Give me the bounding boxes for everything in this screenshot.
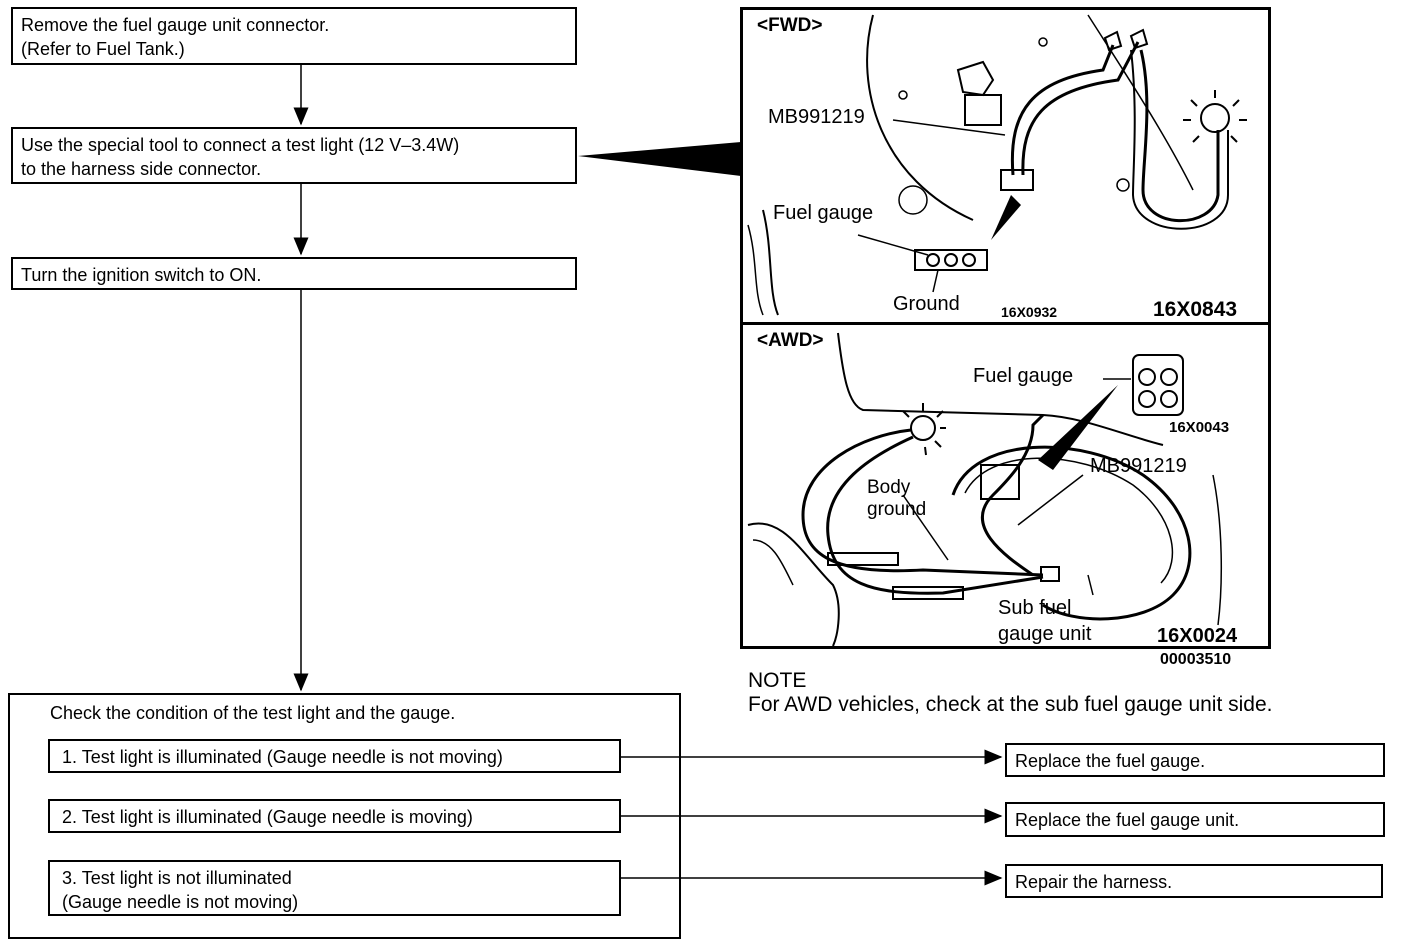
step-connect-test-light: Use the special tool to connect a test l… xyxy=(11,127,577,184)
option-2: 2. Test light is illuminated (Gauge need… xyxy=(48,799,621,833)
awd-heading: <AWD> xyxy=(757,330,824,351)
option-3: 3. Test light is not illuminated (Gauge … xyxy=(48,860,621,916)
fwd-heading: <FWD> xyxy=(757,15,823,36)
result-repair-harness: Repair the harness. xyxy=(1005,864,1383,898)
check-title: Check the condition of the test light an… xyxy=(50,703,456,723)
awd-code-large: 16X0024 xyxy=(1157,625,1238,647)
fwd-tool-label: MB991219 xyxy=(768,106,865,128)
fwd-code-large: 16X0843 xyxy=(1153,298,1238,321)
result-replace-gauge-unit: Replace the fuel gauge unit. xyxy=(1005,802,1385,837)
fwd-fuel-gauge-label: Fuel gauge xyxy=(773,202,874,224)
awd-fuel-gauge-label: Fuel gauge xyxy=(973,365,1074,387)
fwd-code-small: 16X0932 xyxy=(1001,304,1058,320)
awd-sub-unit-label: Sub fuel gauge unit xyxy=(998,597,1092,645)
note-heading: NOTE xyxy=(748,669,807,692)
fwd-ground-label: Ground xyxy=(893,293,960,315)
fwd-drawing xyxy=(747,14,1247,316)
note-text: For AWD vehicles, check at the sub fuel … xyxy=(748,693,1273,716)
fwd-illustration: <FWD> MB991219 Fuel gauge Ground 16X0932… xyxy=(740,7,1271,325)
awd-code-connector: 16X0043 xyxy=(1169,419,1230,436)
step-ignition-on: Turn the ignition switch to ON. xyxy=(11,257,577,290)
awd-tool-label: MB991219 xyxy=(1090,455,1187,477)
check-container: Check the condition of the test light an… xyxy=(8,693,681,939)
option-1: 1. Test light is illuminated (Gauge need… xyxy=(48,739,621,773)
step-remove-connector: Remove the fuel gauge unit connector. (R… xyxy=(11,7,577,65)
figure-code: 00003510 xyxy=(1160,651,1232,668)
awd-drawing xyxy=(747,332,1223,646)
result-replace-gauge: Replace the fuel gauge. xyxy=(1005,743,1385,777)
pointer-wedge xyxy=(578,142,741,176)
awd-illustration: <AWD> Fuel gauge 16X0043 MB991219 Body g… xyxy=(740,322,1271,649)
awd-body-ground-label: Body ground xyxy=(867,477,927,520)
